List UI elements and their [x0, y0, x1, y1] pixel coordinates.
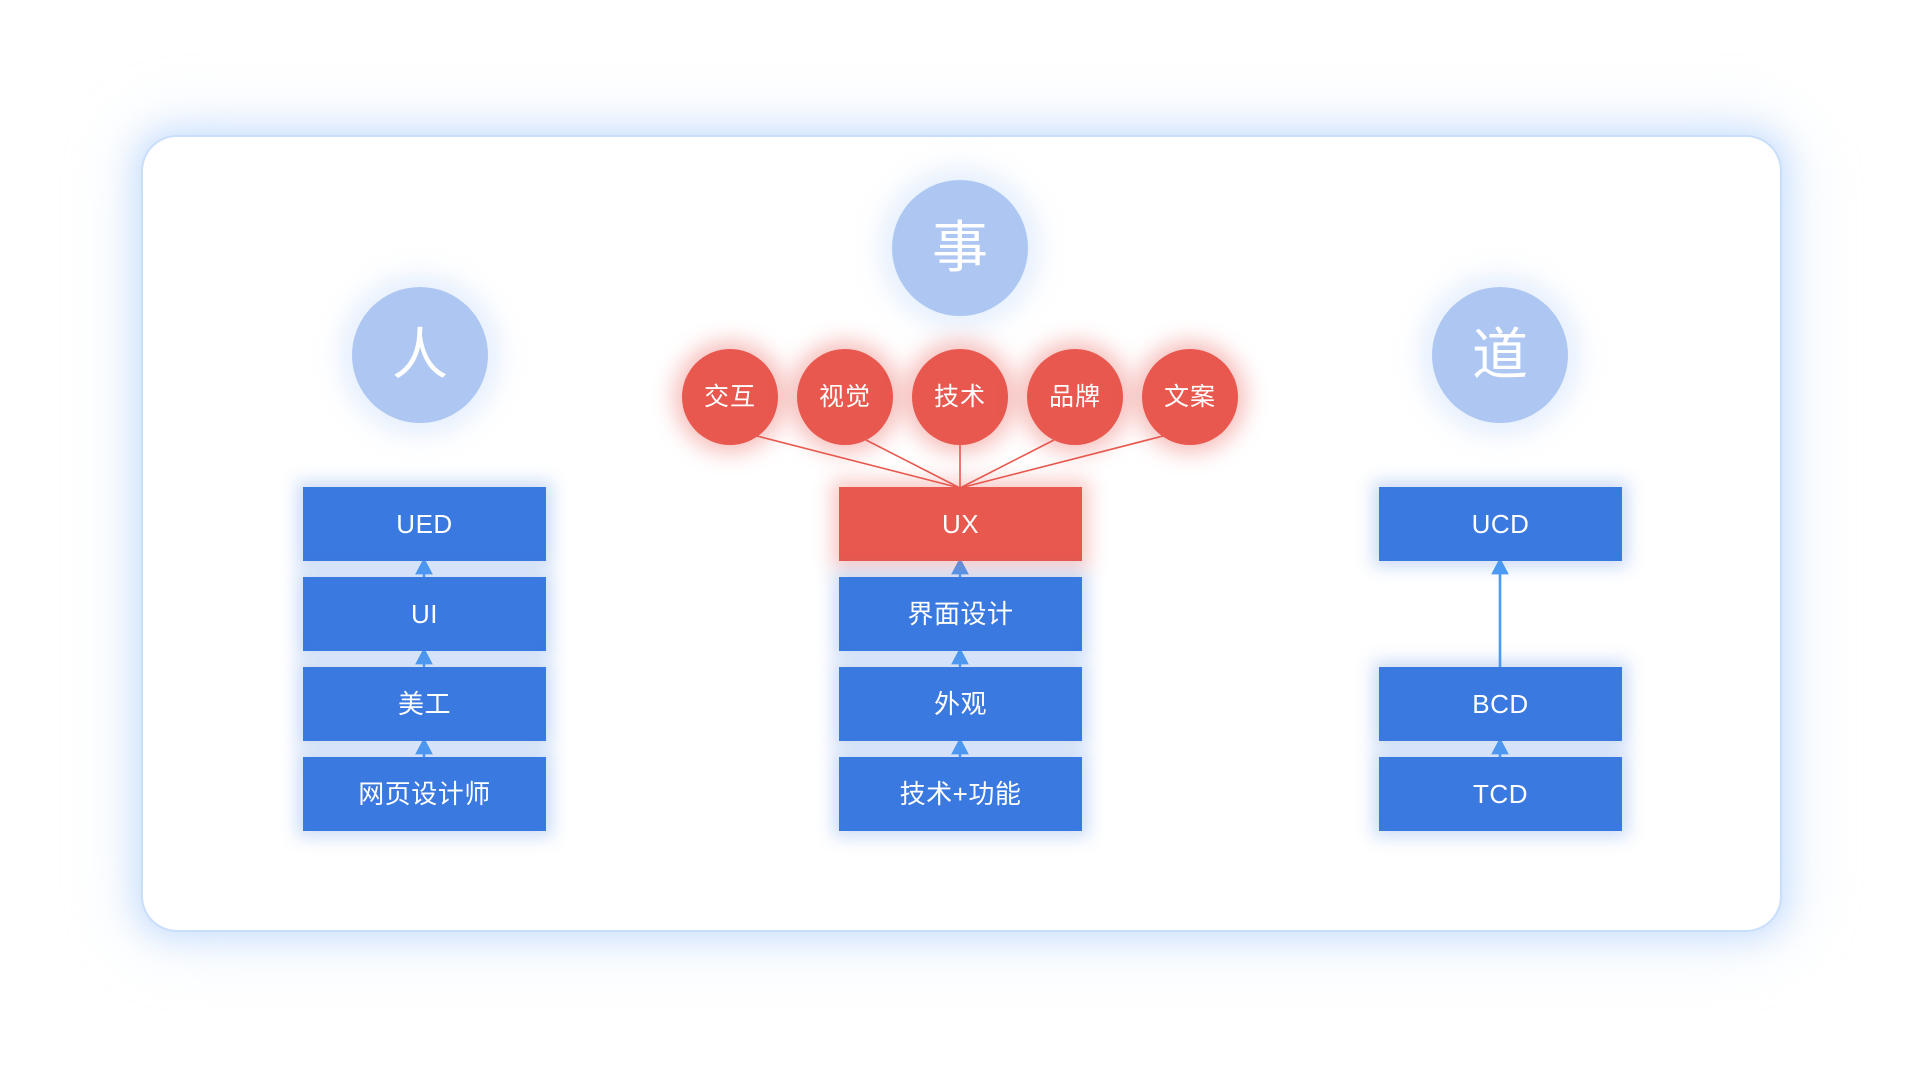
facet-circle-pinpai[interactable]: 品牌 [1027, 349, 1123, 445]
node-label-waiguan: 外观 [933, 689, 987, 719]
node-ucd[interactable]: UCD [1379, 487, 1622, 561]
node-ued[interactable]: UED [303, 487, 546, 561]
facet-label-pinpai: 品牌 [1048, 382, 1101, 411]
node-label-ued: UED [396, 509, 453, 539]
pillar-circle-shi[interactable]: 事 [892, 180, 1028, 316]
node-webdesigner[interactable]: 网页设计师 [303, 757, 546, 831]
node-label-jishugongneng: 技术+功能 [899, 779, 1022, 809]
node-jishugongneng[interactable]: 技术+功能 [839, 757, 1082, 831]
facet-label-wenan: 文案 [1163, 382, 1216, 411]
node-label-ucd: UCD [1471, 509, 1530, 539]
node-label-tcd: TCD [1473, 779, 1528, 809]
facet-circle-wenan[interactable]: 文案 [1142, 349, 1238, 445]
pillar-circle-dao[interactable]: 道 [1432, 287, 1568, 423]
facet-label-shijue: 视觉 [818, 382, 871, 411]
node-ux[interactable]: UX [839, 487, 1082, 561]
node-label-webdesigner: 网页设计师 [358, 779, 491, 809]
facet-label-jishu: 技术 [933, 382, 986, 411]
node-bcd[interactable]: BCD [1379, 667, 1622, 741]
node-waiguan[interactable]: 外观 [839, 667, 1082, 741]
node-label-ux: UX [941, 509, 980, 539]
pillar-label-shi: 事 [932, 216, 988, 279]
facet-label-jiaohu: 交互 [703, 382, 756, 411]
facet-circle-shijue[interactable]: 视觉 [797, 349, 893, 445]
facet-circle-jishu[interactable]: 技术 [912, 349, 1008, 445]
node-label-ui: UI [411, 599, 438, 629]
node-tcd[interactable]: TCD [1379, 757, 1622, 831]
facet-circle-jiaohu[interactable]: 交互 [682, 349, 778, 445]
node-label-meigong: 美工 [397, 689, 451, 719]
pillar-circle-ren[interactable]: 人 [352, 287, 488, 423]
pillar-label-ren: 人 [392, 323, 448, 386]
node-label-jiemiansheji: 界面设计 [907, 599, 1014, 629]
node-jiemiansheji[interactable]: 界面设计 [839, 577, 1082, 651]
pillar-label-dao: 道 [1472, 323, 1528, 386]
node-ui[interactable]: UI [303, 577, 546, 651]
node-label-bcd: BCD [1472, 689, 1529, 719]
node-meigong[interactable]: 美工 [303, 667, 546, 741]
